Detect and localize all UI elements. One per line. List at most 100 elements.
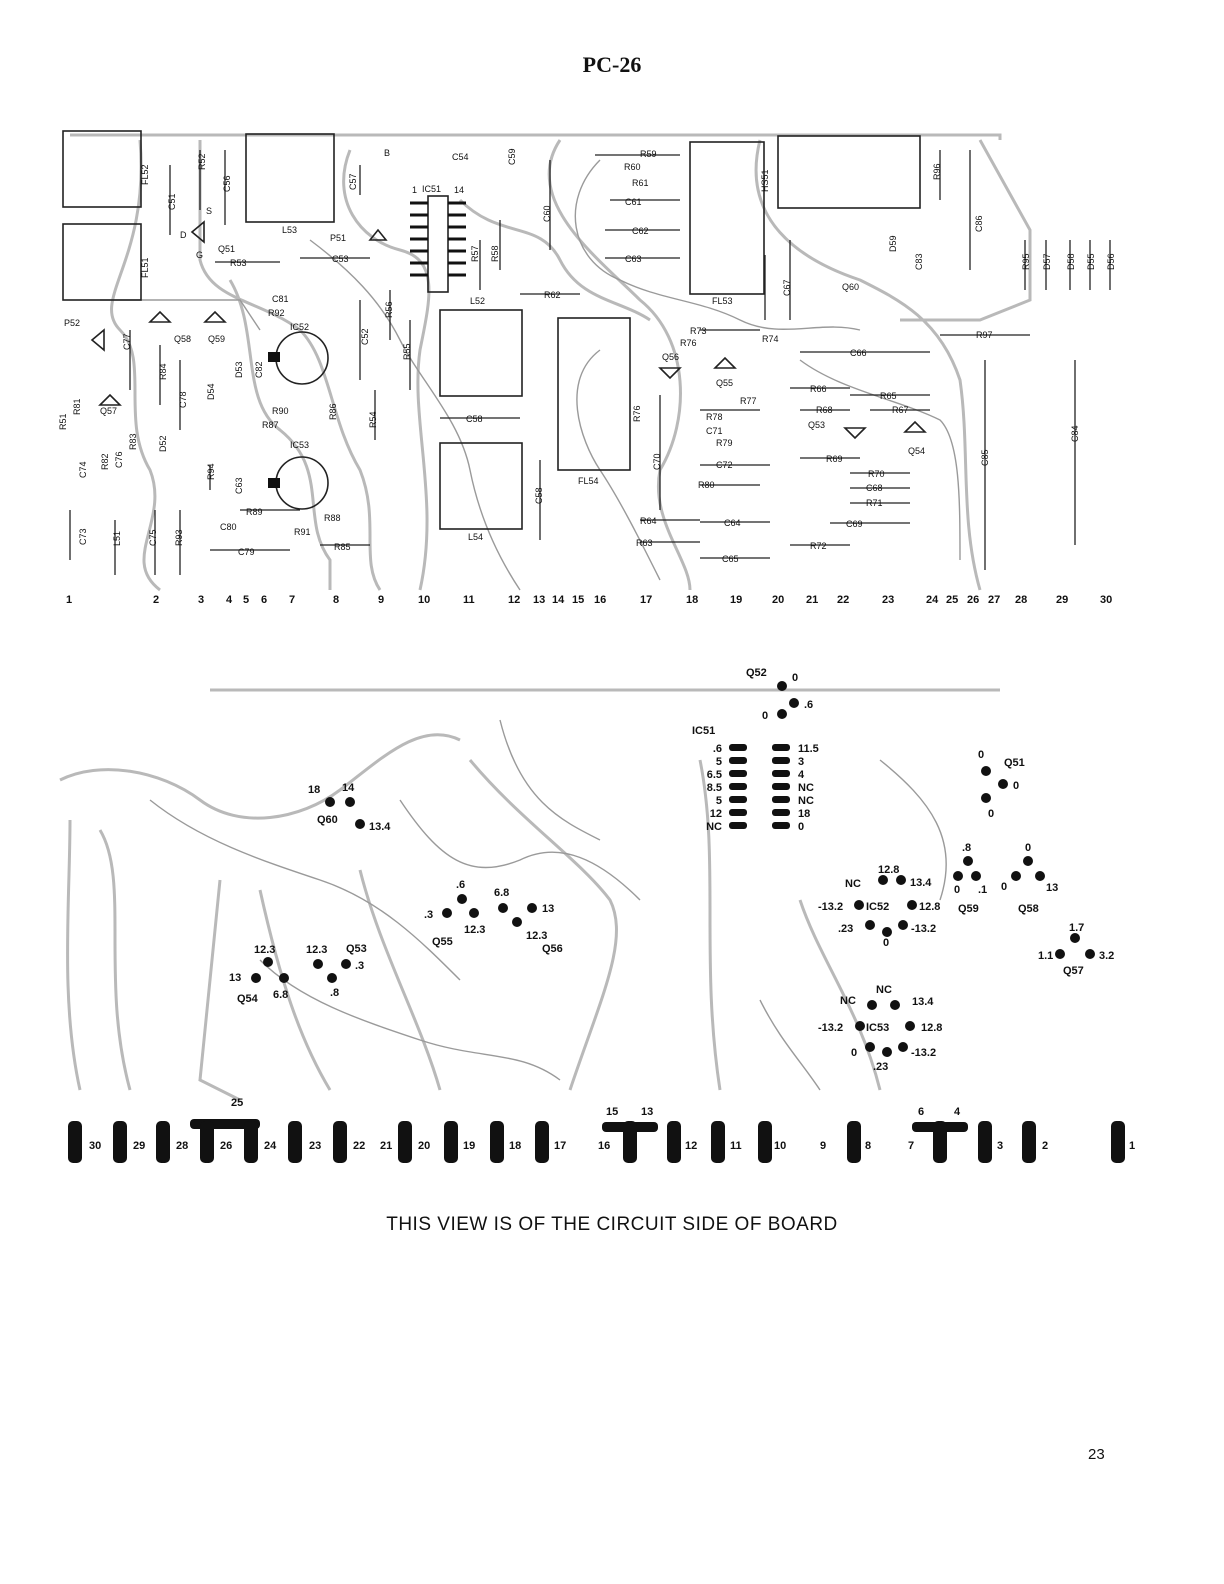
edge-pin-23: 23 (309, 1140, 321, 1152)
label-q58: Q58 (174, 334, 191, 344)
label-r56: R56 (384, 301, 394, 318)
label-d: D (180, 230, 187, 240)
ic52-can (275, 331, 329, 385)
label-r84: R84 (158, 363, 168, 380)
label-d52: D52 (158, 435, 168, 452)
edge-pin-29: 29 (133, 1140, 145, 1152)
label-l51: L51 (112, 531, 122, 546)
ic53-v-bl: 0 (851, 1047, 857, 1059)
label-r68: R68 (816, 405, 833, 415)
top-pin-17: 17 (640, 594, 652, 606)
label-r66: R66 (810, 384, 827, 394)
q52-v3: 0 (762, 710, 768, 722)
label-r51: R51 (58, 413, 68, 430)
page-title: PC-26 (582, 52, 642, 77)
ic51-left-4: 8.5 (707, 782, 722, 794)
label-q60: Q60 (842, 282, 859, 292)
q60-v2: 14 (342, 782, 355, 794)
top-pin-20: 20 (772, 594, 784, 606)
ic51-left-6: 12 (710, 808, 722, 820)
l53-box (245, 133, 335, 223)
fl54-box (557, 317, 631, 471)
label-r65: R65 (880, 391, 897, 401)
label-l54: L54 (468, 532, 483, 542)
edge-pin-2: 2 (1042, 1140, 1048, 1152)
top-pin-7: 7 (289, 594, 295, 606)
q52-label: Q52 (746, 667, 767, 679)
label-r77: R77 (740, 396, 757, 406)
edge-pin-10: 10 (774, 1140, 786, 1152)
label-c53: C53 (332, 254, 349, 264)
label-c83: C83 (914, 253, 924, 270)
label-c60: C60 (542, 205, 552, 222)
label-q57: Q57 (100, 406, 117, 416)
q55-label: Q55 (432, 936, 453, 948)
ic52-v-br: -13.2 (911, 923, 936, 935)
label-q54: Q54 (908, 446, 925, 456)
ic51-left-1: .6 (713, 743, 722, 755)
q60-v3: 13.4 (369, 821, 391, 833)
fl52-box (62, 130, 142, 208)
q55-v2: .3 (424, 909, 433, 921)
edge-pin-17: 17 (554, 1140, 566, 1152)
label-r79: R79 (716, 438, 733, 448)
label-c82: C82 (254, 361, 264, 378)
label-c84: C84 (1070, 425, 1080, 442)
label-c85: C85 (980, 449, 990, 466)
label-q53: Q53 (808, 420, 825, 430)
ic53-v-b: .23 (873, 1061, 888, 1073)
top-pin-1: 1 (66, 594, 72, 606)
ic51-right-5: NC (798, 795, 814, 807)
label-c76: C76 (114, 451, 124, 468)
ic51-left-2: 5 (716, 756, 722, 768)
q59-v2: 0 (954, 884, 960, 896)
edge-pin-numbers: 30 29 28 26 24 23 22 21 20 19 18 17 16 1… (89, 1097, 1135, 1152)
top-pin-23: 23 (882, 594, 894, 606)
label-p52: P52 (64, 318, 80, 328)
label-r55: R55 (402, 343, 412, 360)
q56-v1: 6.8 (494, 887, 509, 899)
label-ic51: IC51 (422, 184, 441, 194)
label-r82: R82 (100, 453, 110, 470)
q55-v1: .6 (456, 879, 465, 891)
ic51-left-7: NC (706, 821, 722, 833)
q54-label: Q54 (237, 993, 259, 1005)
top-pin-26: 26 (967, 594, 979, 606)
q59-v1: .8 (962, 842, 971, 854)
top-pin-6: 6 (261, 594, 267, 606)
ic51-right-4: NC (798, 782, 814, 794)
label-hs51: HS51 (760, 169, 770, 192)
label-c61: C61 (625, 197, 642, 207)
l52-box (439, 309, 523, 397)
top-pin-9: 9 (378, 594, 384, 606)
label-c71: C71 (706, 426, 723, 436)
label-p51: P51 (330, 233, 346, 243)
q54-v2: 13 (229, 972, 241, 984)
edge-pin-9: 9 (820, 1140, 826, 1152)
ic53-can (275, 456, 329, 510)
label-c52: C52 (360, 328, 370, 345)
q51-label: Q51 (1004, 757, 1025, 769)
label-c73: C73 (78, 528, 88, 545)
label-r76: R76 (680, 338, 697, 348)
ic52-v-nc: NC (845, 878, 861, 890)
label-ic53: IC53 (290, 440, 309, 450)
label-r83: R83 (128, 433, 138, 450)
ic52-v-top: 12.8 (878, 864, 899, 876)
l54-box (439, 442, 523, 530)
ic53-v-tr: 13.4 (912, 996, 934, 1008)
ic53-v-r: 12.8 (921, 1022, 942, 1034)
ic52-label: IC52 (866, 901, 889, 913)
top-pin-24: 24 (926, 594, 939, 606)
top-pin-27: 27 (988, 594, 1000, 606)
ic51-right-7: 0 (798, 821, 804, 833)
label-fl54: FL54 (578, 476, 599, 486)
label-ic51-pin14: 14 (454, 185, 464, 195)
bridge-pin-6: 6 (918, 1106, 924, 1118)
label-r69: R69 (826, 454, 843, 464)
label-r58: R58 (490, 245, 500, 262)
q51-v3: 0 (988, 808, 994, 820)
top-pin-10: 10 (418, 594, 430, 606)
label-c86: C86 (974, 215, 984, 232)
edge-pin-22: 22 (353, 1140, 365, 1152)
